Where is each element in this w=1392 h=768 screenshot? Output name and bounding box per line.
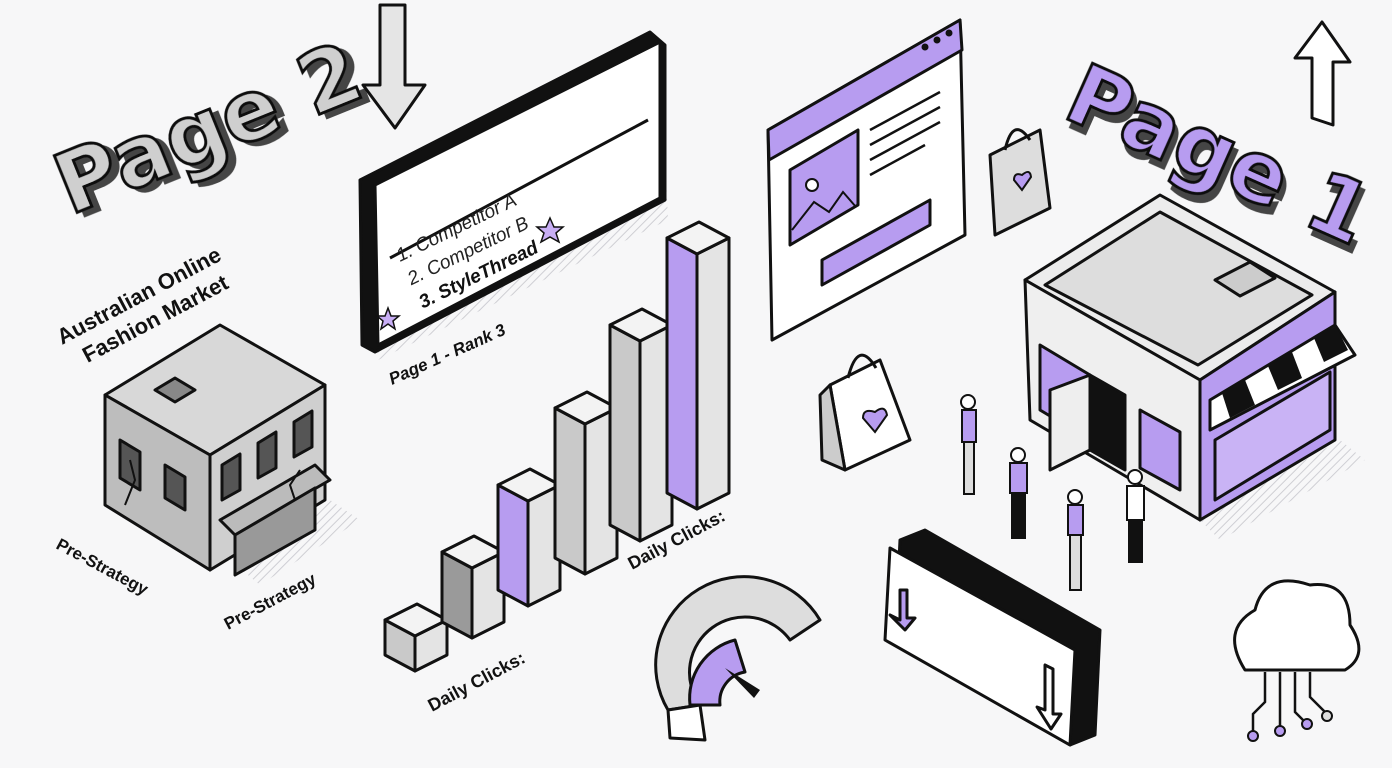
person: [1009, 447, 1028, 539]
bar-5: [608, 323, 642, 543]
down-arrow-icon: [361, 3, 427, 130]
people-group: [960, 394, 1145, 591]
bar-6: [695, 236, 731, 511]
shopping-bag-icon: [988, 128, 1052, 237]
sign-board: [883, 528, 1102, 747]
image-icon: [788, 128, 860, 247]
shopping-bag-icon: [818, 353, 912, 472]
open-door: [1048, 373, 1092, 472]
gauge-icon: [654, 575, 822, 742]
star-icon: [534, 216, 566, 244]
pre-strategy-label-1: Pre-Strategy: [53, 535, 152, 599]
person: [1126, 469, 1145, 563]
pre-strategy-label-2: Pre-Strategy: [221, 569, 320, 633]
daily-clicks-bar-chart: [383, 220, 731, 673]
bar-6: [665, 220, 731, 256]
bar-4: [553, 406, 587, 576]
bar-3: [496, 483, 530, 608]
up-arrow-icon: [1293, 20, 1352, 127]
cta-button: [820, 198, 932, 287]
storefront: [1023, 193, 1365, 540]
star-icon: [374, 305, 402, 331]
down-arrow-icon: [888, 588, 917, 632]
bar-6: [665, 236, 699, 511]
browser-window: [766, 18, 967, 342]
person: [960, 394, 977, 495]
page-2-title-text: Page 2: [41, 23, 375, 234]
down-arrow-icon: [1035, 663, 1063, 731]
cloud-network-icon: [1233, 579, 1361, 742]
old-building: [103, 323, 360, 585]
person: [1067, 489, 1084, 591]
page-2-title: Page 2: [39, 21, 376, 235]
